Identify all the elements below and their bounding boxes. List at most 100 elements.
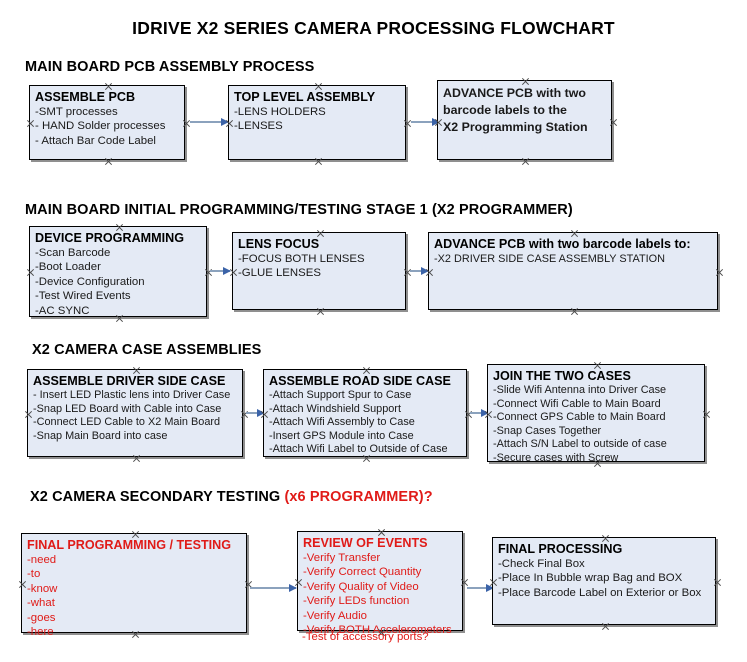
- arrow-3-2: [470, 408, 489, 417]
- node-title: ASSEMBLE ROAD SIDE CASE: [269, 374, 451, 388]
- node-line: -Connect LED Cable to X2 Main Board: [33, 416, 221, 429]
- connector-handle-right[interactable]: [182, 119, 191, 128]
- node-line: - HAND Solder processes: [35, 120, 166, 133]
- node-line: -Attach Support Spur to Case: [269, 389, 412, 401]
- connector-handle-left[interactable]: [26, 119, 35, 128]
- node-line: -Place Barcode Label on Exterior or Box: [498, 586, 702, 599]
- connector-handle-bottom[interactable]: [570, 307, 579, 316]
- connector-handle-bottom[interactable]: [316, 307, 325, 316]
- node-title: ASSEMBLE DRIVER SIDE CASE: [33, 374, 226, 388]
- node-assemble-road-side-case[interactable]: ASSEMBLE ROAD SIDE CASE -Attach Support …: [263, 369, 467, 457]
- connector-handle-left[interactable]: [26, 268, 35, 277]
- connector-handle-bottom[interactable]: [601, 622, 610, 631]
- node-assemble-pcb[interactable]: ASSEMBLE PCB -SMT processes - HAND Solde…: [29, 85, 185, 160]
- section-heading-4-accent: (x6 PROGRAMMER)?: [284, 489, 433, 505]
- connector-handle-right[interactable]: [403, 119, 412, 128]
- section-heading-2: MAIN BOARD INITIAL PROGRAMMING/TESTING S…: [25, 202, 573, 218]
- node-line: -Verify Transfer: [303, 552, 381, 564]
- node-final-programming-testing[interactable]: FINAL PROGRAMMING / TESTING -need -to -k…: [18, 533, 247, 638]
- arrowhead-icon: [421, 266, 429, 275]
- node-line: -Scan Barcode: [35, 247, 111, 259]
- connector-handle-right[interactable]: [609, 118, 618, 127]
- connector-handle-bottom[interactable]: [132, 454, 141, 463]
- node-line: -LENSES: [234, 120, 283, 133]
- arrowhead-icon: [432, 117, 440, 126]
- node-line: -Boot Loader: [35, 261, 101, 274]
- section-heading-4-text: X2 CAMERA SECONDARY TESTING: [30, 489, 285, 505]
- node-join-the-two-cases[interactable]: JOIN THE TWO CASES -Slide Wifi Antenna i…: [487, 364, 705, 464]
- node-advance-pcb-programming-station[interactable]: ADVANCE PCB with two barcode labels to t…: [437, 80, 612, 160]
- section-heading-3: X2 CAMERA CASE ASSEMBLIES: [32, 342, 261, 358]
- arrow-1-2: [411, 117, 440, 126]
- section-heading-4: X2 CAMERA SECONDARY TESTING (x6 PROGRAMM…: [30, 489, 433, 505]
- arrowhead-icon: [486, 583, 494, 592]
- arrow-2-1: [210, 266, 231, 275]
- node-line: -GLUE LENSES: [238, 267, 321, 280]
- node-title: LENS FOCUS: [238, 237, 320, 251]
- node-title: ASSEMBLE PCB: [35, 90, 136, 104]
- node-final-processing[interactable]: FINAL PROCESSING -Check Final Box -Place…: [492, 537, 716, 625]
- node-line: -Verify Correct Quantity: [303, 566, 422, 579]
- node-line: -Snap Main Board into case: [33, 429, 168, 442]
- connector-handle-right[interactable]: [715, 268, 724, 277]
- node-title: REVIEW OF EVENTS: [303, 536, 428, 550]
- arrow-1-1: [190, 117, 229, 126]
- node-assemble-driver-side-case[interactable]: ASSEMBLE DRIVER SIDE CASE - Insert LED P…: [27, 369, 243, 457]
- arrow-4-2: [467, 583, 494, 592]
- node-line: -AC SYNC: [35, 304, 90, 317]
- node-line: X2 Programming Station: [443, 120, 588, 134]
- arrowhead-icon: [221, 117, 229, 126]
- node-line: -Connect GPS Cable to Main Board: [493, 411, 666, 424]
- node-line: -Verify BOTH Accelerometers: [303, 624, 452, 637]
- node-line: -LENS HOLDERS: [234, 106, 326, 118]
- connector-handle-right[interactable]: [702, 410, 711, 419]
- connector-handle-right[interactable]: [713, 578, 722, 587]
- connector-handle-left[interactable]: [18, 580, 27, 589]
- node-advance-pcb-driver-side-station[interactable]: ADVANCE PCB with two barcode labels to: …: [428, 232, 718, 310]
- node-title: ADVANCE PCB with two: [443, 86, 586, 100]
- arrowhead-icon: [289, 583, 297, 592]
- connector-handle-right[interactable]: [240, 410, 249, 419]
- node-line: -SMT processes: [35, 106, 118, 118]
- connector-handle-right[interactable]: [464, 410, 473, 419]
- connector-handle-right[interactable]: [403, 268, 412, 277]
- connector-handle-right[interactable]: [460, 578, 469, 587]
- node-line: -Snap LED Board with Cable into Case: [33, 402, 222, 415]
- section-heading-3-text: X2 CAMERA CASE ASSEMBLIES: [32, 342, 262, 358]
- node-lens-focus[interactable]: LENS FOCUS -FOCUS BOTH LENSES -GLUE LENS…: [232, 232, 406, 310]
- arrow-4-1: [250, 583, 297, 592]
- node-line: -to: [27, 568, 41, 581]
- arrow-3-1: [246, 408, 265, 417]
- connector-handle-left[interactable]: [24, 410, 33, 419]
- connector-handle-right[interactable]: [204, 268, 213, 277]
- node-line: -need: [27, 554, 57, 566]
- node-device-programming[interactable]: DEVICE PROGRAMMING -Scan Barcode -Boot L…: [29, 226, 207, 317]
- node-title: FINAL PROGRAMMING / TESTING: [27, 538, 232, 552]
- node-line: -X2 DRIVER SIDE CASE ASSEMBLY STATION: [434, 253, 665, 265]
- node-line: -Verify Audio: [303, 609, 367, 622]
- node-line: -Attach Windshield Support: [269, 402, 401, 415]
- node-review-of-events[interactable]: REVIEW OF EVENTS -Verify Transfer -Verif…: [297, 531, 463, 636]
- node-line: -what: [27, 597, 55, 610]
- node-line: -Snap Cases Together: [493, 424, 602, 437]
- arrowhead-icon: [481, 408, 489, 417]
- arrowhead-icon: [257, 408, 265, 417]
- node-line: barcode labels to the: [443, 103, 567, 117]
- section-heading-2-text: MAIN BOARD INITIAL PROGRAMMING/TESTING S…: [25, 202, 573, 218]
- node-top-level-assembly[interactable]: TOP LEVEL ASSEMBLY -LENS HOLDERS -LENSES: [228, 85, 406, 160]
- node-line: -Connect Wifi Cable to Main Board: [493, 397, 661, 410]
- connector-handle-bottom[interactable]: [104, 157, 113, 166]
- node-line: -Secure cases with Screw: [493, 451, 619, 464]
- node-line: - Attach Bar Code Label: [35, 134, 156, 147]
- node-line: -Attach S/N Label to outside of case: [493, 438, 667, 451]
- section-heading-1-text: MAIN BOARD PCB ASSEMBLY PROCESS: [25, 59, 315, 75]
- node-line: -Place In Bubble wrap Bag and BOX: [498, 572, 683, 585]
- node-line: -Insert GPS Module into Case: [269, 429, 414, 442]
- node-line: -Device Configuration: [35, 275, 145, 288]
- node-line: -Check Final Box: [498, 558, 585, 570]
- connector-handle-bottom[interactable]: [521, 157, 530, 166]
- node-line: -know: [27, 582, 58, 595]
- connector-handle-bottom[interactable]: [314, 157, 323, 166]
- node-line: -here: [27, 626, 54, 639]
